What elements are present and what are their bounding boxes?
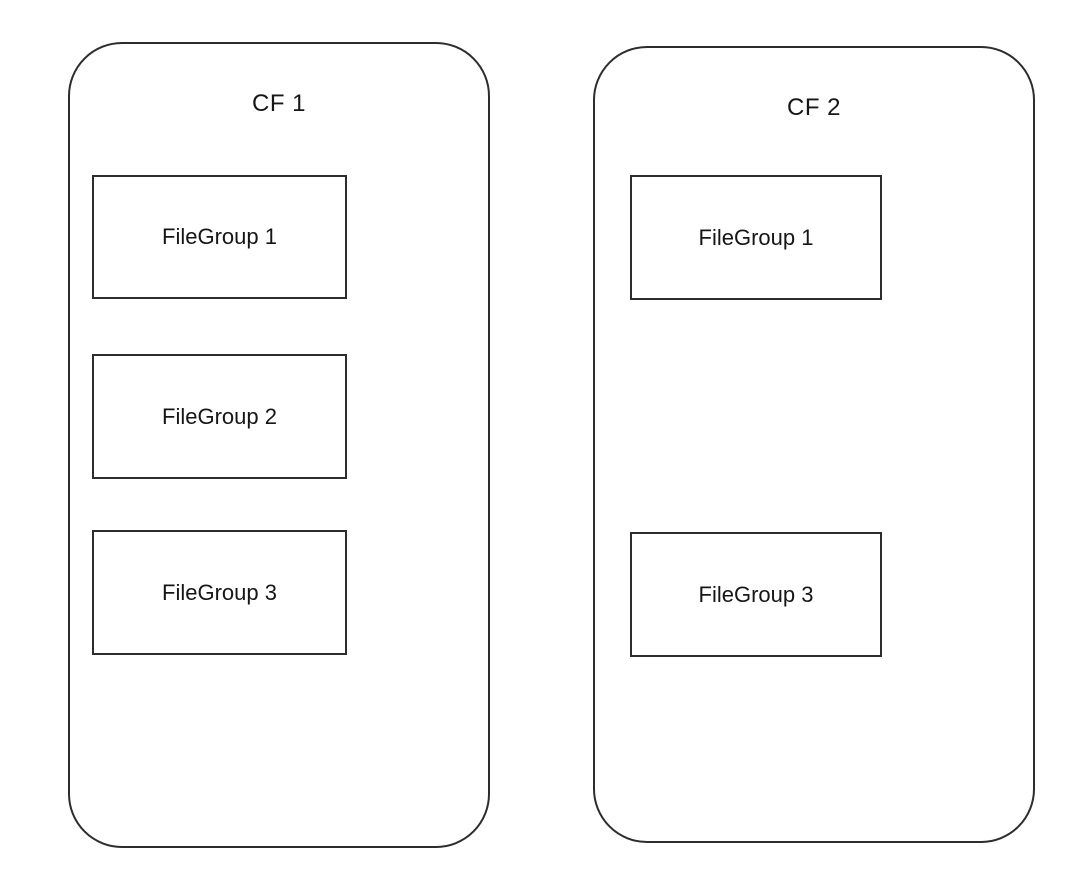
cf2-filegroup-3-box: FileGroup 3 <box>630 532 882 657</box>
container-cf2-title: CF 2 <box>786 94 841 121</box>
cf2-filegroup-1-label: FileGroup 1 <box>698 224 814 250</box>
cf2-filegroup-1-box: FileGroup 1 <box>630 175 882 300</box>
cf1-filegroup-2-box: FileGroup 2 <box>92 354 347 479</box>
container-cf1-title: CF 1 <box>251 90 306 117</box>
cf1-filegroup-1-box: FileGroup 1 <box>92 175 347 299</box>
cf1-filegroup-1-label: FileGroup 1 <box>162 224 277 249</box>
cf1-filegroup-2-label: FileGroup 2 <box>162 403 277 429</box>
container-cf2: CF 2 FileGroup 1 FileGroup 3 <box>593 46 1035 843</box>
cf2-filegroup-3-label: FileGroup 3 <box>698 581 814 607</box>
container-cf1: CF 1 FileGroup 1 FileGroup 2 FileGroup 3 <box>68 42 490 848</box>
cf1-filegroup-3-box: FileGroup 3 <box>92 530 347 655</box>
cf1-filegroup-3-label: FileGroup 3 <box>162 579 277 605</box>
